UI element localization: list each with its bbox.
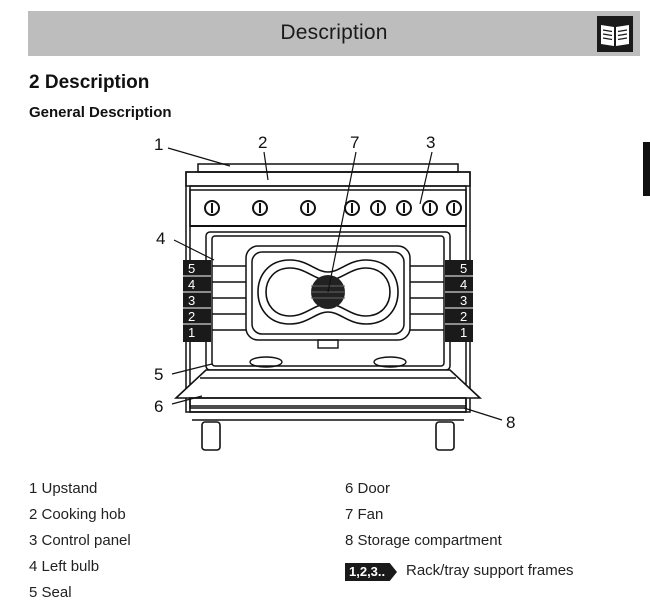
callout-1: 1 [154,135,163,154]
upstand [197,163,459,173]
svg-text:1: 1 [460,325,467,340]
svg-text:2: 2 [460,309,467,324]
svg-text:3: 3 [188,293,195,308]
legend-item: 8 Storage compartment [345,532,502,549]
open-book-icon [597,16,633,52]
rack-number-badge: 1,2,3.. [345,563,397,581]
callout-leaders [167,147,503,421]
callout-8: 8 [506,413,515,432]
legend-item: 3 Control panel [29,532,131,549]
oven-diagram: 5 4 3 2 1 5 4 3 2 1 [154,133,515,451]
feet [192,419,464,451]
section-title: 2 Description [29,72,150,93]
rack-support-frames-label: Rack/tray support frames [406,562,574,579]
callout-2: 2 [258,133,267,152]
chapter-edge-tab [643,142,650,196]
svg-text:5: 5 [460,261,467,276]
legend-item: 7 Fan [345,506,384,523]
page-header-title: Description [280,21,388,44]
general-description-subtitle: General Description [29,104,172,121]
door [173,369,483,399]
storage-compartment [189,397,467,413]
legend-item: 6 Door [345,480,391,497]
left-rack-frame: 5 4 3 2 1 [183,260,211,342]
svg-text:4: 4 [460,277,467,292]
svg-text:1: 1 [188,325,195,340]
header-bar: Description [28,11,640,56]
callout-6: 6 [154,397,163,416]
legend-item: 1 Upstand [29,480,98,497]
svg-text:4: 4 [188,277,195,292]
svg-text:5: 5 [188,261,195,276]
legend-item: 5 Seal [29,584,72,601]
legend-item: 4 Left bulb [29,558,100,575]
control-knobs [204,200,462,216]
callout-3: 3 [426,133,435,152]
right-rack-frame: 5 4 3 2 1 [445,260,473,342]
callout-7: 7 [350,133,359,152]
callout-5: 5 [154,365,163,384]
svg-text:2: 2 [188,309,195,324]
legend-item: 2 Cooking hob [29,506,126,523]
callout-4: 4 [156,229,165,248]
fan-element [257,259,399,325]
svg-text:3: 3 [460,293,467,308]
rack-rails [212,265,444,331]
